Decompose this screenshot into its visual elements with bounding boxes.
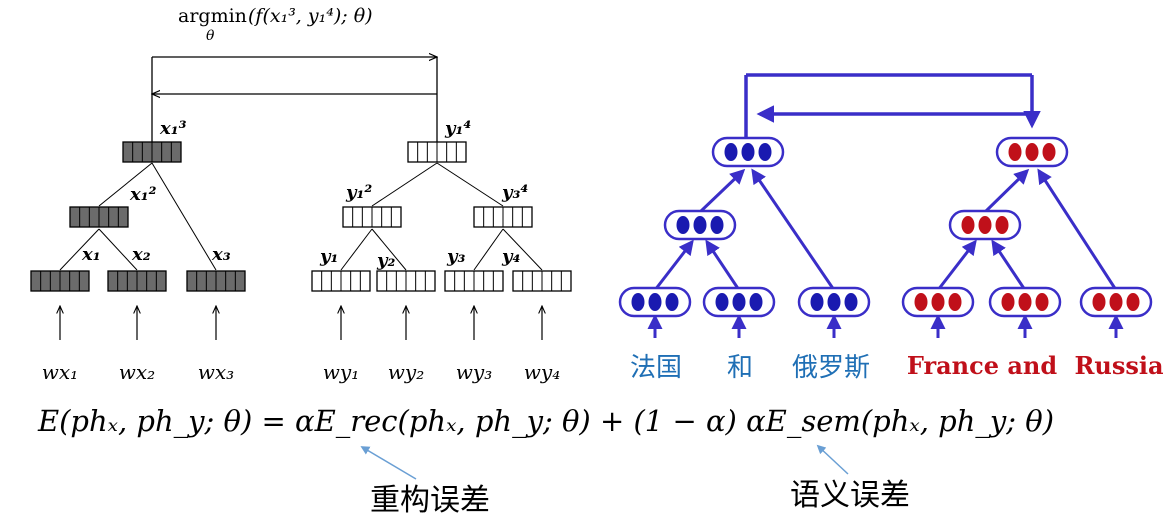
chinese-word-france: 法国 (630, 353, 682, 383)
target-left-mid-label: y₁² (345, 182, 372, 203)
chinese-node-and (702, 286, 776, 318)
chinese-node-root (711, 136, 785, 168)
source-node-x2 (107, 270, 167, 292)
target-root-label: y₁⁴ (444, 118, 471, 139)
objective-prefix: argmin (178, 5, 247, 27)
source-input-wx3: wx₃ (198, 360, 234, 384)
source-input-wx2: wx₂ (119, 360, 155, 384)
bilingual-edges (647, 168, 1124, 338)
target-node-root (407, 141, 467, 163)
source-node-x1 (30, 270, 90, 292)
target-y1-label: y₁ (319, 246, 338, 267)
chinese-word-and: 和 (727, 353, 753, 383)
target-right-mid-label: y₃⁴ (501, 182, 528, 203)
source-input-wx1: wx₁ (42, 360, 78, 384)
source-x2-label: x₂ (131, 244, 151, 265)
chinese-node-france (618, 286, 692, 318)
target-input-wy3: wy₃ (456, 360, 492, 384)
source-x1-label: x₁ (81, 244, 101, 265)
target-node-right-mid (473, 206, 533, 228)
english-node-root (995, 136, 1069, 168)
objective-expression: (f(x₁³, y₁⁴); θ) (248, 5, 373, 27)
source-input-arrows (60, 306, 216, 340)
semantic-error-label: 语义误差 (790, 478, 910, 513)
target-node-y1 (311, 270, 371, 292)
chinese-node-mid (663, 209, 737, 241)
source-tree-nodes (30, 141, 246, 292)
target-input-wy1: wy₁ (323, 360, 359, 384)
target-node-y4 (512, 270, 572, 292)
target-y3-label: y₃ (446, 246, 465, 267)
target-input-wy4: wy₄ (524, 360, 560, 384)
reconstruction-arrow (360, 446, 417, 480)
source-node-mid (69, 206, 129, 228)
target-node-y2 (376, 270, 436, 292)
english-node-france (901, 286, 975, 318)
target-y2-label: y₂ (376, 250, 395, 271)
objective-equation: E(phₓ, ph_y; θ) = αE_rec(phₓ, ph_y; θ) +… (37, 404, 1054, 439)
semantic-arrow (816, 444, 849, 475)
bilingual-nodes (618, 136, 1153, 318)
target-node-y3 (444, 270, 504, 292)
target-node-left-mid (342, 206, 402, 228)
english-phrase-france-and: France and (907, 351, 1058, 380)
target-input-arrows (341, 306, 542, 340)
target-tree-nodes (311, 141, 572, 292)
source-node-x3 (186, 270, 246, 292)
source-root-label: x₁³ (159, 118, 187, 139)
english-node-and (988, 286, 1062, 318)
objective-subscript: θ (206, 28, 215, 44)
target-input-wy2: wy₂ (388, 360, 424, 384)
chinese-node-russia (797, 286, 871, 318)
source-tree-edges (59, 162, 217, 271)
reconstruction-error-label: 重构误差 (370, 483, 490, 518)
english-node-russia (1079, 286, 1153, 318)
objective-bracket (152, 57, 437, 142)
target-tree-edges (340, 162, 543, 271)
source-node-root (122, 141, 182, 163)
english-node-mid (948, 209, 1022, 241)
chinese-word-russia: 俄罗斯 (792, 353, 870, 383)
english-word-russia: Russia (1074, 351, 1163, 380)
target-y4-label: y₄ (501, 246, 520, 267)
bilingual-top-bracket (744, 73, 1041, 139)
source-mid-label: x₁² (129, 184, 157, 205)
source-x3-label: x₃ (211, 244, 231, 265)
